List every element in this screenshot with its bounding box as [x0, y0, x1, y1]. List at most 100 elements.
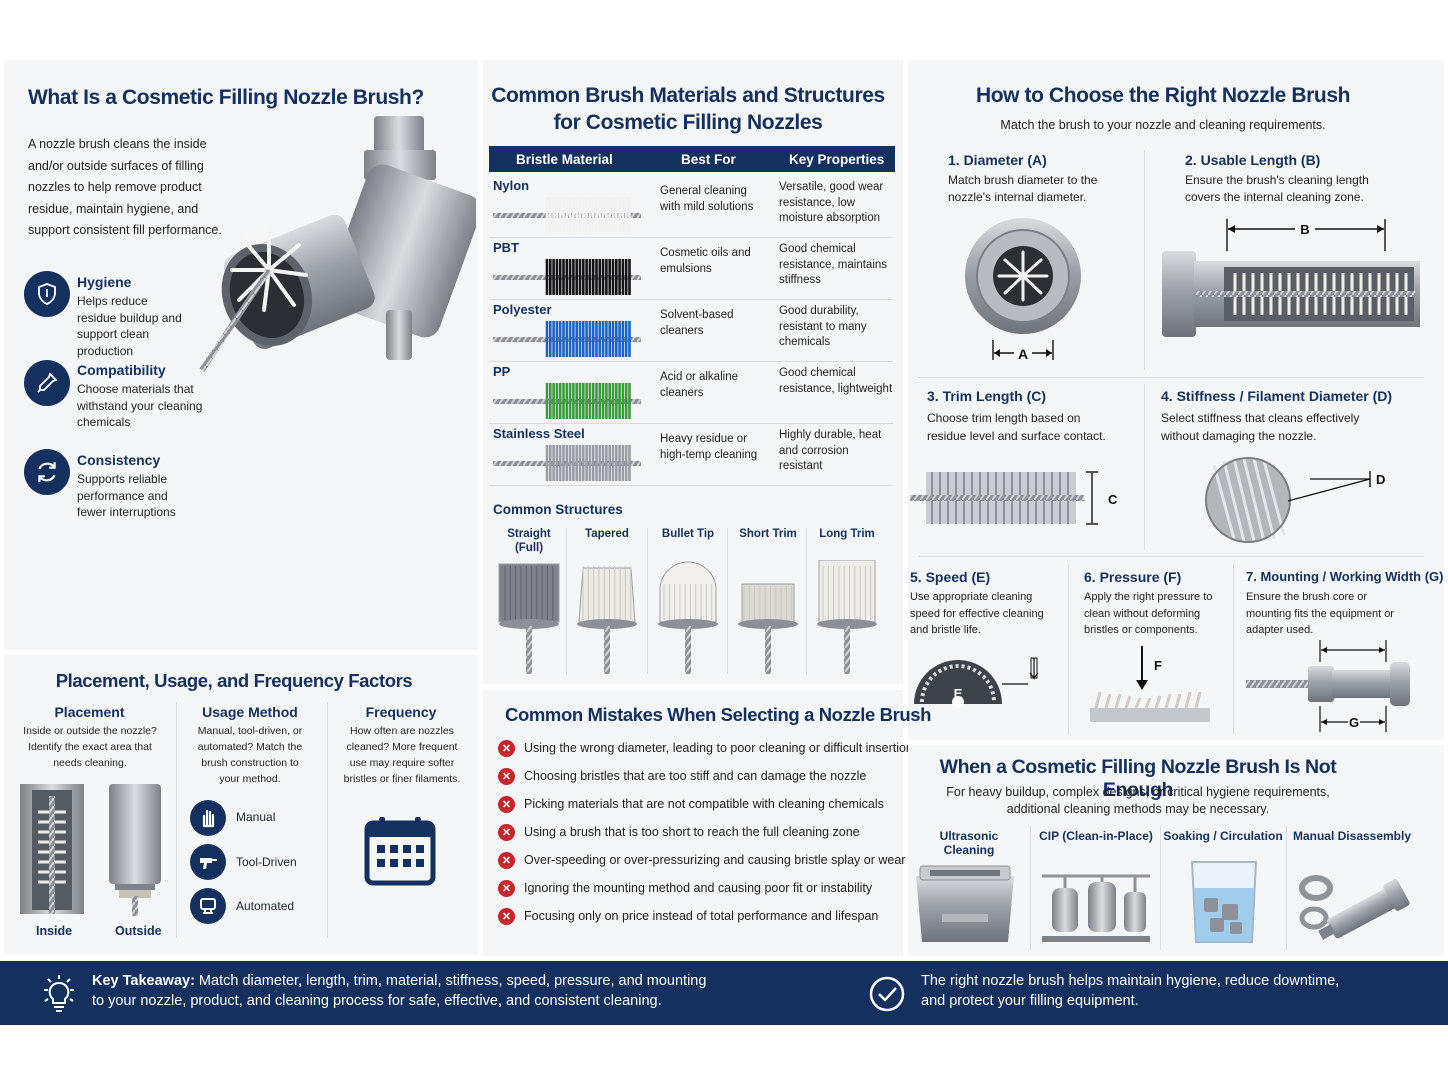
outside-label: Outside — [115, 924, 162, 938]
divider — [1030, 826, 1031, 950]
material-name: Stainless Steel — [493, 426, 585, 441]
factor-title-trim-length: 3. Trim Length (C) — [927, 388, 1046, 404]
refresh-icon — [38, 462, 56, 482]
dropper-icon — [37, 372, 58, 393]
consistency-icon-circle — [24, 449, 70, 495]
compatibility-icon-circle — [24, 360, 70, 406]
frequency-col-text: How often are nozzles cleaned? More freq… — [343, 725, 461, 785]
material-brush-image — [493, 321, 641, 357]
structure-label: Bullet Tip — [661, 528, 715, 540]
material-best-for: Acid or alkaline cleaners — [660, 371, 738, 399]
method-label-tool-driven: Tool-Driven — [236, 855, 297, 869]
mistake-text: Over-speeding or over-pressurizing and c… — [524, 853, 906, 867]
nozzle-brush-illustration — [199, 116, 476, 372]
divider — [327, 702, 328, 938]
factor-title-mounting: 7. Mounting / Working Width (G) — [1246, 569, 1444, 584]
hand-icon — [202, 809, 215, 828]
factor-text-trim-length: Choose trim length based on residue leve… — [927, 411, 1106, 443]
svg-text:F: F — [1154, 658, 1162, 673]
materials-table-header: Bristle Material Best For Key Properties — [489, 146, 895, 172]
divider — [918, 556, 1424, 557]
feature-title-hygiene: Hygiene — [77, 274, 132, 290]
svg-text:E: E — [954, 686, 963, 701]
outside-placement-illustration — [109, 784, 161, 916]
material-best-for: Heavy residue or high-temp cleaning — [660, 433, 758, 461]
factor-text-usable-length: Ensure the brush's cleaning length cover… — [1185, 173, 1369, 204]
factor-text-mounting: Ensure the brush core or mounting fits t… — [1246, 591, 1394, 636]
method-label-automated: Automated — [236, 899, 295, 913]
divider — [176, 702, 177, 938]
structure-label: Short Trim — [739, 528, 797, 540]
factor-text-pressure: Apply the right pressure to clean withou… — [1084, 591, 1213, 636]
choose-title: How to Choose the Right Nozzle Brush — [975, 84, 1351, 107]
x-icon: ✕ — [498, 739, 515, 757]
mistake-text: Choosing bristles that are too stiff and… — [524, 769, 867, 783]
divider — [647, 528, 648, 674]
mistake-item: ✕ Using a brush that is too short to reac… — [498, 822, 860, 842]
structure-brush-image — [498, 563, 560, 674]
takeaway-label: Key Takeaway: — [92, 973, 195, 989]
mistake-text: Using a brush that is too short to reach… — [524, 825, 860, 839]
structures-title: Common Structures — [493, 502, 623, 517]
x-icon: ✕ — [498, 767, 515, 785]
divider — [1160, 826, 1161, 950]
svg-text:B: B — [1300, 222, 1309, 237]
material-best-for: General cleaning with mild solutions — [660, 185, 754, 213]
mistake-item: ✕Using the wrong diameter, leading to po… — [498, 738, 913, 758]
divider — [806, 528, 807, 674]
material-brush-image — [493, 445, 641, 481]
hygiene-icon-circle — [24, 271, 70, 317]
material-brush-image — [493, 383, 641, 419]
method-disassembly-label: Manual Disassembly — [1292, 829, 1412, 843]
method-ultrasonic-label: Ultrasonic Cleaning — [939, 829, 999, 857]
material-name: PBT — [493, 240, 519, 255]
diameter-label: A — [1018, 346, 1028, 362]
mistake-text: Ignoring the mounting method and causing… — [524, 881, 873, 895]
x-icon: ✕ — [498, 879, 515, 897]
factor-text-stiffness: Select stiffness that cleans effectively… — [1161, 411, 1360, 443]
structure-brush-image — [817, 560, 877, 674]
divider — [727, 528, 728, 674]
mistakes-title: Common Mistakes When Selecting a Nozzle … — [505, 704, 932, 725]
factor-text-diameter: Match brush diameter to the nozzle's int… — [948, 173, 1098, 204]
structure-label: Tapered — [585, 528, 629, 540]
feature-title-consistency: Consistency — [77, 452, 161, 468]
x-icon: ✕ — [498, 907, 515, 925]
svg-text:D: D — [1376, 472, 1385, 487]
inside-placement-illustration — [20, 784, 84, 914]
divider — [566, 528, 567, 674]
x-icon: ✕ — [498, 823, 515, 841]
stiffness-diagram: D — [1205, 457, 1385, 543]
mistakes-panel — [483, 690, 903, 956]
mistake-item: ✕ Over-speeding or over-pressurizing and … — [498, 850, 905, 870]
choose-subtitle: Match the brush to your nozzle and clean… — [1000, 118, 1326, 132]
factor-title-usable-length: 2. Usable Length (B) — [1185, 152, 1321, 168]
feature-title-compatibility: Compatibility — [77, 362, 166, 378]
soaking-beaker-illustration — [1190, 861, 1258, 943]
mounting-diagram: G — [1246, 640, 1410, 732]
material-name: PP — [493, 364, 511, 379]
factor-title-diameter: 1. Diameter (A) — [948, 152, 1047, 168]
ultrasonic-cleaner-illustration — [916, 865, 1014, 942]
x-icon: ✕ — [498, 851, 515, 869]
feature-text-consistency: Supports reliable performance and fewer … — [77, 472, 176, 519]
manual-icon-circle — [190, 800, 226, 836]
factor-title-stiffness: 4. Stiffness / Filament Diameter (D) — [1161, 388, 1393, 404]
drill-icon — [200, 858, 217, 869]
usable-length-diagram: B — [1162, 219, 1420, 337]
header-key-properties: Key Properties — [789, 152, 885, 167]
what-is-panel: What Is a Cosmetic Filling Nozzle Brush?… — [4, 60, 478, 650]
takeaway-line1: Match diameter, length, trim, material, … — [194, 973, 707, 989]
material-properties: Highly durable, heat and corrosion resis… — [779, 429, 882, 472]
mistake-text: Focusing only on price instead of total … — [524, 909, 879, 923]
structure-label: Straight (Full) — [507, 528, 551, 554]
method-cip-label: CIP (Clean-in-Place) — [1039, 829, 1153, 843]
takeaway-text: Key Takeaway: Match diameter, length, tr… — [92, 971, 706, 991]
usage-col-text: Manual, tool-driven, or automated? Match… — [197, 725, 303, 785]
takeaway-line2: to your nozzle, product, and cleaning pr… — [92, 993, 662, 1009]
mistake-item: ✕Picking materials that are not compatib… — [498, 794, 884, 814]
factor-text-speed: Use appropriate cleaning speed for effec… — [910, 591, 1044, 636]
usage-col-title: Usage Method — [202, 704, 298, 720]
